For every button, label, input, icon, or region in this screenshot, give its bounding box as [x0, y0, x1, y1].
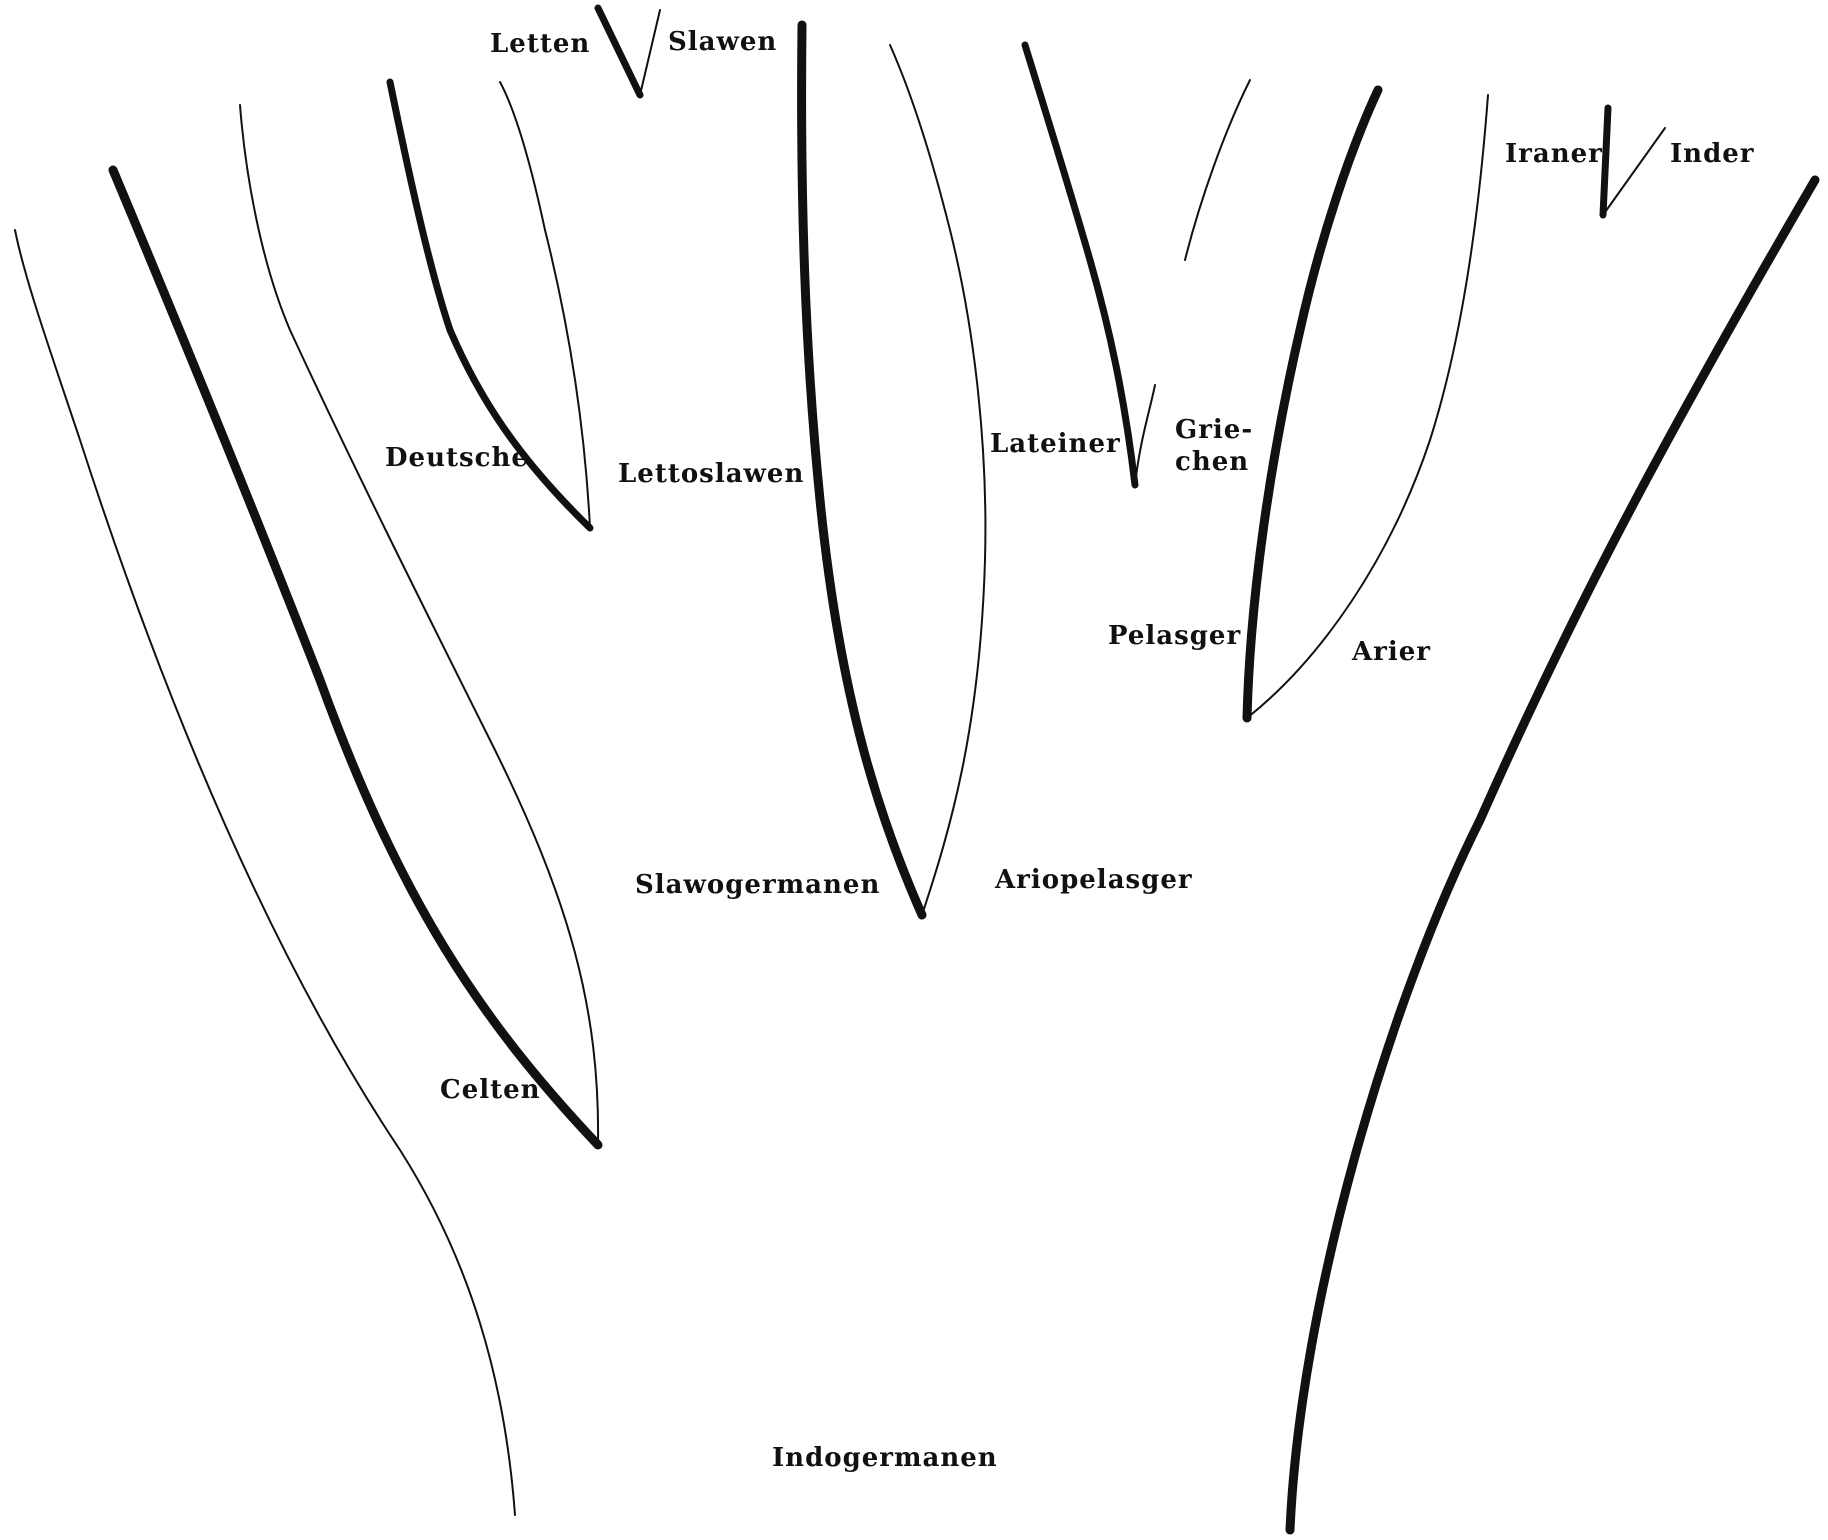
celten-branch-line: [108, 165, 603, 1150]
label-griechen-line2: chen: [1175, 447, 1249, 477]
label-lateiner: Lateiner: [990, 429, 1121, 459]
label-celten: Celten: [440, 1075, 541, 1105]
label-iraner: Iraner: [1505, 139, 1603, 169]
arier-branch-line: [1246, 94, 1489, 719]
lateiner-branch-line: [1021, 41, 1139, 489]
label-arier: Arier: [1351, 637, 1431, 667]
trunk-left-line: [14, 229, 516, 1516]
letten-branch-line: [594, 4, 644, 99]
label-letten: Letten: [490, 29, 590, 59]
label-lettoslawen: Lettoslawen: [618, 459, 804, 489]
label-ariopelasger: Ariopelasger: [994, 865, 1193, 895]
inder-branch-line: [1602, 127, 1666, 216]
label-indogermanen: Indogermanen: [772, 1443, 998, 1473]
deutsche-branch-line: [386, 78, 594, 532]
slawogermanen-left-line: [239, 104, 600, 1146]
label-slawen: Slawen: [668, 27, 777, 57]
label-pelasger: Pelasger: [1108, 621, 1241, 651]
trunk-right-line: [1285, 175, 1820, 1535]
ariopelasger-line: [889, 44, 987, 916]
iraner-branch-line: [1599, 104, 1612, 219]
label-deutsche: Deutsche: [385, 443, 529, 473]
pelasger-branch-line: [1242, 85, 1383, 723]
label-slawogermanen: Slawogermanen: [635, 870, 880, 900]
griechen-branch-line: [1134, 79, 1251, 486]
label-inder: Inder: [1670, 139, 1755, 169]
slawen-branch-line: [639, 9, 661, 96]
slawogermanen-right-line: [797, 20, 927, 920]
lettoslawen-branch-line: [499, 81, 591, 529]
label-griechen-line1: Grie-: [1175, 415, 1253, 445]
